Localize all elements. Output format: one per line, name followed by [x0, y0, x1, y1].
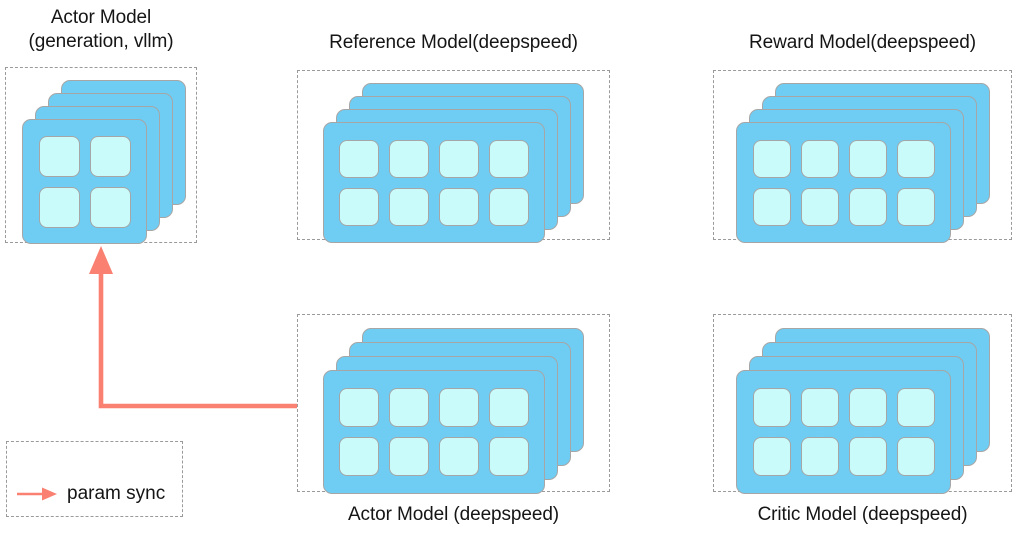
group-critic[interactable]: [713, 314, 1012, 494]
card-cell: [848, 437, 887, 476]
card-cell: [439, 388, 479, 427]
card-cell: [439, 187, 479, 226]
card-cell: [752, 388, 791, 427]
card-cell: [339, 437, 379, 476]
card-cell: [896, 437, 935, 476]
card-cell: [339, 187, 379, 226]
group-actor-deepspeed[interactable]: [297, 314, 610, 494]
legend-label-param-sync: param sync: [67, 483, 166, 504]
card-cell: [848, 388, 887, 427]
card-cell: [800, 437, 839, 476]
card-cell: [89, 135, 131, 177]
card-cell: [752, 437, 791, 476]
card-cell: [489, 437, 529, 476]
legend-box[interactable]: param sync: [6, 441, 183, 517]
group-title-reward: Reward Model(deepspeed): [749, 32, 976, 53]
card-cell: [38, 135, 80, 177]
card-stack-actor-deepspeed[interactable]: [297, 314, 610, 494]
card-cell: [339, 139, 379, 178]
card-cell: [800, 139, 839, 178]
card-cell: [848, 187, 887, 226]
card-cell: [800, 388, 839, 427]
arrow-right-icon: [17, 487, 57, 501]
group-actor-vllm[interactable]: [5, 67, 197, 244]
card-cell: [800, 187, 839, 226]
card-cell: [389, 437, 429, 476]
card-stack-critic[interactable]: [713, 314, 1012, 494]
card-stack-actor-vllm[interactable]: [5, 67, 197, 244]
legend-dashed-border: [6, 441, 183, 517]
card-cell: [489, 139, 529, 178]
group-title-actor-deepspeed: Actor Model (deepspeed): [347, 504, 560, 525]
card-cell: [896, 388, 935, 427]
group-title-reference: Reference Model(deepspeed): [329, 32, 578, 53]
group-reference[interactable]: [297, 70, 610, 243]
group-title-critic: Critic Model (deepspeed): [757, 504, 968, 525]
card-layer-1-front: [22, 119, 147, 244]
card-cell: [752, 139, 791, 178]
card-stack-reward[interactable]: [713, 70, 1012, 243]
card-cell: [89, 186, 131, 228]
card-cell: [389, 388, 429, 427]
card-cell: [38, 186, 80, 228]
legend-item-param-sync[interactable]: param sync: [16, 483, 165, 505]
card-layer-1-front: [323, 122, 545, 243]
card-cell: [439, 437, 479, 476]
card-cell: [489, 187, 529, 226]
card-stack-reference[interactable]: [297, 70, 610, 243]
card-cell: [389, 187, 429, 226]
card-cell: [489, 388, 529, 427]
card-cell: [848, 139, 887, 178]
card-layer-1-front: [736, 370, 951, 494]
group-title-actor-vllm: Actor Model (generation, vllm): [28, 7, 174, 52]
card-cell: [896, 139, 935, 178]
card-cell: [339, 388, 379, 427]
card-layer-1-front: [323, 370, 545, 494]
card-layer-1-front: [736, 122, 951, 243]
group-reward[interactable]: [713, 70, 1012, 243]
card-cell: [752, 187, 791, 226]
card-cell: [896, 187, 935, 226]
card-cell: [389, 139, 429, 178]
card-cell: [439, 139, 479, 178]
